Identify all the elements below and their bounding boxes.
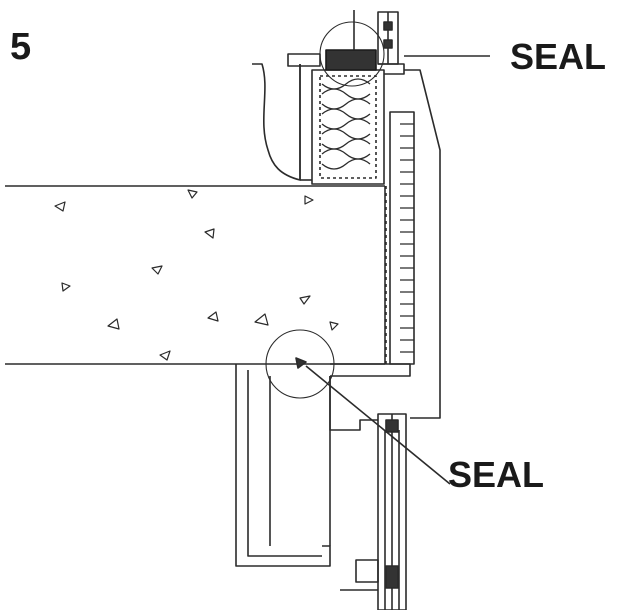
figure-number: 5: [10, 26, 32, 68]
exterior-cladding: [385, 69, 441, 419]
top-seal: [319, 21, 490, 87]
head-frame: [353, 10, 405, 75]
interior-lining: [235, 364, 331, 567]
concrete-slab: [5, 185, 386, 365]
window-frame: [329, 363, 411, 611]
insulation-cavity: [311, 69, 385, 185]
seal-label-top: SEAL: [510, 36, 607, 77]
seal-label-bottom: SEAL: [448, 454, 545, 495]
aggregate-marks: [54, 189, 339, 361]
bottom-seal: [265, 329, 451, 485]
upper-interior-wall: [252, 53, 321, 181]
